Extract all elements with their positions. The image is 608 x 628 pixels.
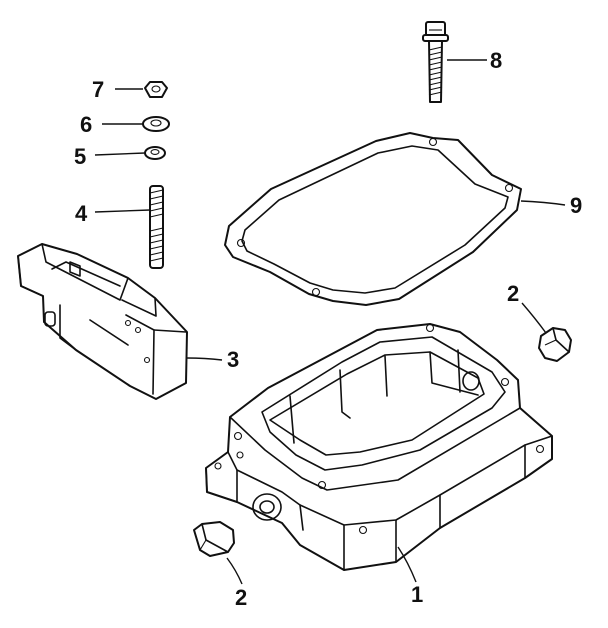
- leader-lines: [94, 59, 566, 585]
- part-3-bracket: [17, 243, 188, 400]
- part-2-plug-right: [538, 327, 572, 362]
- part-5-washer: [144, 146, 166, 160]
- part-8-bolt: [422, 21, 449, 103]
- callout-3: 3: [227, 347, 239, 372]
- part-6-washer: [142, 116, 170, 132]
- callout-1: 1: [411, 582, 423, 607]
- callout-6: 6: [80, 112, 92, 137]
- part-4-stud: [149, 185, 164, 269]
- part-9-gasket: [224, 132, 522, 306]
- callout-2-left: 2: [235, 585, 247, 610]
- callout-2-right: 2: [507, 281, 519, 306]
- callout-labels: 8 9 7 6 5 4 3 2 2 1: [74, 48, 582, 610]
- callout-9: 9: [570, 193, 582, 218]
- callout-8: 8: [490, 48, 502, 73]
- part-2-plug-left: [193, 521, 235, 557]
- part-7-nut: [144, 81, 168, 98]
- part-1-housing: [205, 323, 553, 571]
- callout-4: 4: [75, 201, 88, 226]
- callout-5: 5: [74, 144, 86, 169]
- callout-7: 7: [92, 77, 104, 102]
